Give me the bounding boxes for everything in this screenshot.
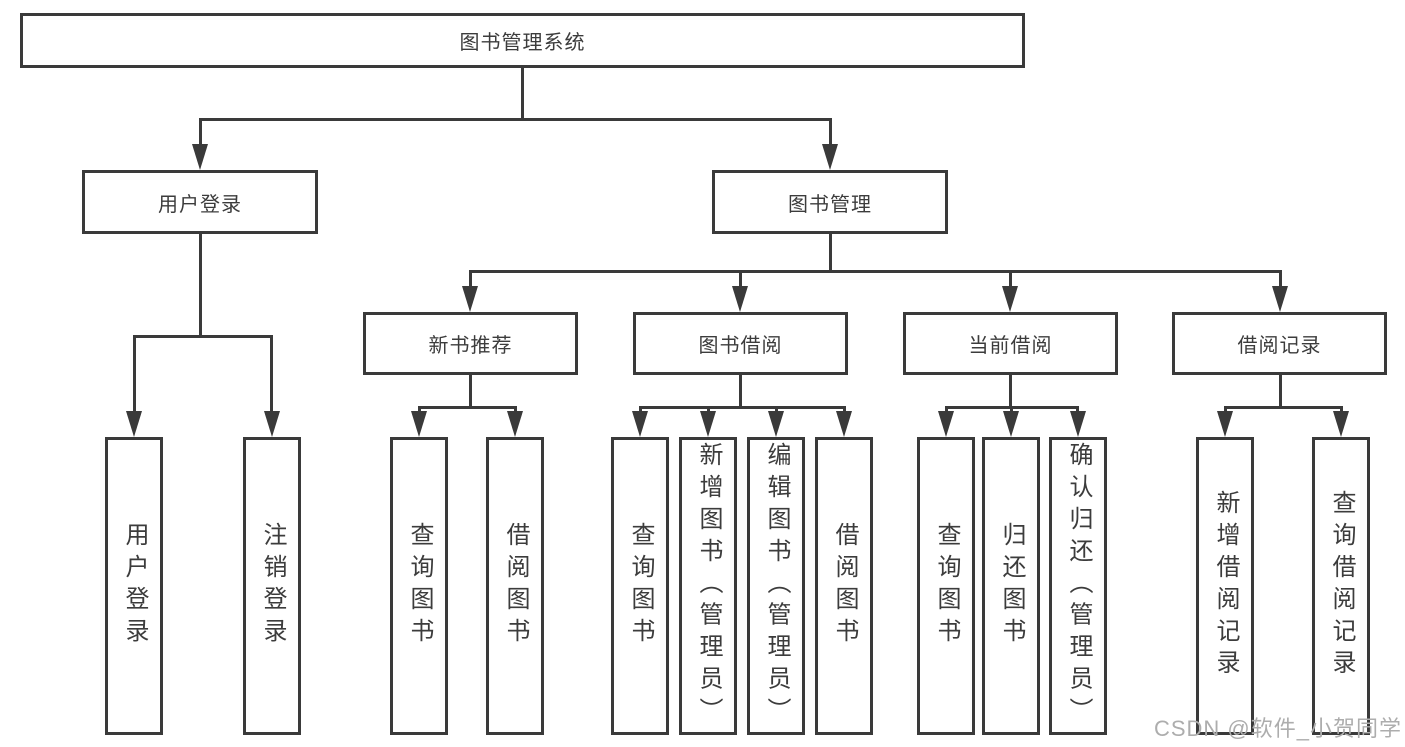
connector-line <box>1009 270 1012 292</box>
connector-line <box>199 118 202 150</box>
leaf-borrow-books-borrowing: 借阅图书 <box>815 437 873 735</box>
arrow-down-icon <box>411 411 427 437</box>
leaf-add-borrow-record: 新增借阅记录 <box>1196 437 1254 735</box>
node-label: 新增图书（管理员） <box>695 442 722 730</box>
csdn-watermark: CSDN @软件_小贺同学 <box>1153 716 1402 741</box>
arrow-down-icon <box>632 411 648 437</box>
node-new-book-recommend: 新书推荐 <box>363 312 578 375</box>
arrow-down-icon <box>1272 286 1288 312</box>
connector-line <box>1009 375 1012 406</box>
connector-line <box>199 234 202 335</box>
connector-line <box>469 375 472 406</box>
connector-line <box>739 375 742 406</box>
leaf-user-login: 用户登录 <box>105 437 163 735</box>
node-label: 归还图书 <box>998 522 1025 650</box>
arrow-down-icon <box>126 411 142 437</box>
connector-line <box>199 118 832 121</box>
connector-line <box>270 335 273 415</box>
leaf-query-borrow-record: 查询借阅记录 <box>1312 437 1370 735</box>
node-label: 编辑图书（管理员） <box>763 442 790 730</box>
arrow-down-icon <box>1003 411 1019 437</box>
connector-line <box>1224 406 1341 409</box>
connector-line <box>739 270 742 292</box>
node-label: 图书管理系统 <box>459 32 586 54</box>
arrow-down-icon <box>822 144 838 170</box>
arrow-down-icon <box>1333 411 1349 437</box>
node-label: 用户登录 <box>158 193 242 216</box>
node-label: 查询图书 <box>627 522 654 650</box>
leaf-query-books-current: 查询图书 <box>917 437 975 735</box>
node-label: 查询借阅记录 <box>1328 490 1355 682</box>
connector-line <box>829 118 832 150</box>
connector-line <box>521 68 524 118</box>
node-label: 查询图书 <box>933 522 960 650</box>
arrow-down-icon <box>507 411 523 437</box>
node-label: 图书借阅 <box>698 335 783 357</box>
arrow-down-icon <box>732 286 748 312</box>
leaf-add-book-admin: 新增图书（管理员） <box>679 437 737 735</box>
arrow-down-icon <box>1070 411 1086 437</box>
leaf-return-book: 归还图书 <box>982 437 1040 735</box>
node-label: 借阅记录 <box>1237 335 1322 357</box>
connector-line <box>1279 270 1282 292</box>
node-label: 新书推荐 <box>428 335 513 357</box>
node-user-login: 用户登录 <box>82 170 318 234</box>
leaf-borrow-books-recommend: 借阅图书 <box>486 437 544 735</box>
node-label: 当前借阅 <box>968 335 1053 357</box>
arrow-down-icon <box>1217 411 1233 437</box>
arrow-down-icon <box>768 411 784 437</box>
node-label: 新增借阅记录 <box>1212 490 1239 682</box>
arrow-down-icon <box>1002 286 1018 312</box>
connector-line <box>133 335 273 338</box>
connector-line <box>639 406 845 409</box>
node-library-system: 图书管理系统 <box>20 13 1025 68</box>
node-label: 注销登录 <box>259 522 286 650</box>
connector-line <box>469 270 472 292</box>
arrow-down-icon <box>192 144 208 170</box>
connector-line <box>469 270 1282 273</box>
arrow-down-icon <box>264 411 280 437</box>
node-book-management: 图书管理 <box>712 170 948 234</box>
leaf-logout: 注销登录 <box>243 437 301 735</box>
leaf-query-books-recommend: 查询图书 <box>390 437 448 735</box>
node-label: 查询图书 <box>406 522 433 650</box>
arrow-down-icon <box>938 411 954 437</box>
node-current-borrowing: 当前借阅 <box>903 312 1118 375</box>
connector-line <box>133 335 136 415</box>
leaf-query-books-borrowing: 查询图书 <box>611 437 669 735</box>
arrow-down-icon <box>700 411 716 437</box>
connector-line <box>1279 375 1282 406</box>
node-label: 图书管理 <box>788 193 872 216</box>
node-label: 借阅图书 <box>831 522 858 650</box>
connector-line <box>418 406 517 409</box>
arrow-down-icon <box>462 286 478 312</box>
node-label: 借阅图书 <box>502 522 529 650</box>
leaf-edit-book-admin: 编辑图书（管理员） <box>747 437 805 735</box>
connector-line <box>829 234 832 270</box>
node-borrowing-records: 借阅记录 <box>1172 312 1387 375</box>
node-book-borrowing: 图书借阅 <box>633 312 848 375</box>
leaf-confirm-return-admin: 确认归还（管理员） <box>1049 437 1107 735</box>
node-label: 用户登录 <box>121 522 148 650</box>
arrow-down-icon <box>836 411 852 437</box>
node-label: 确认归还（管理员） <box>1065 442 1092 730</box>
